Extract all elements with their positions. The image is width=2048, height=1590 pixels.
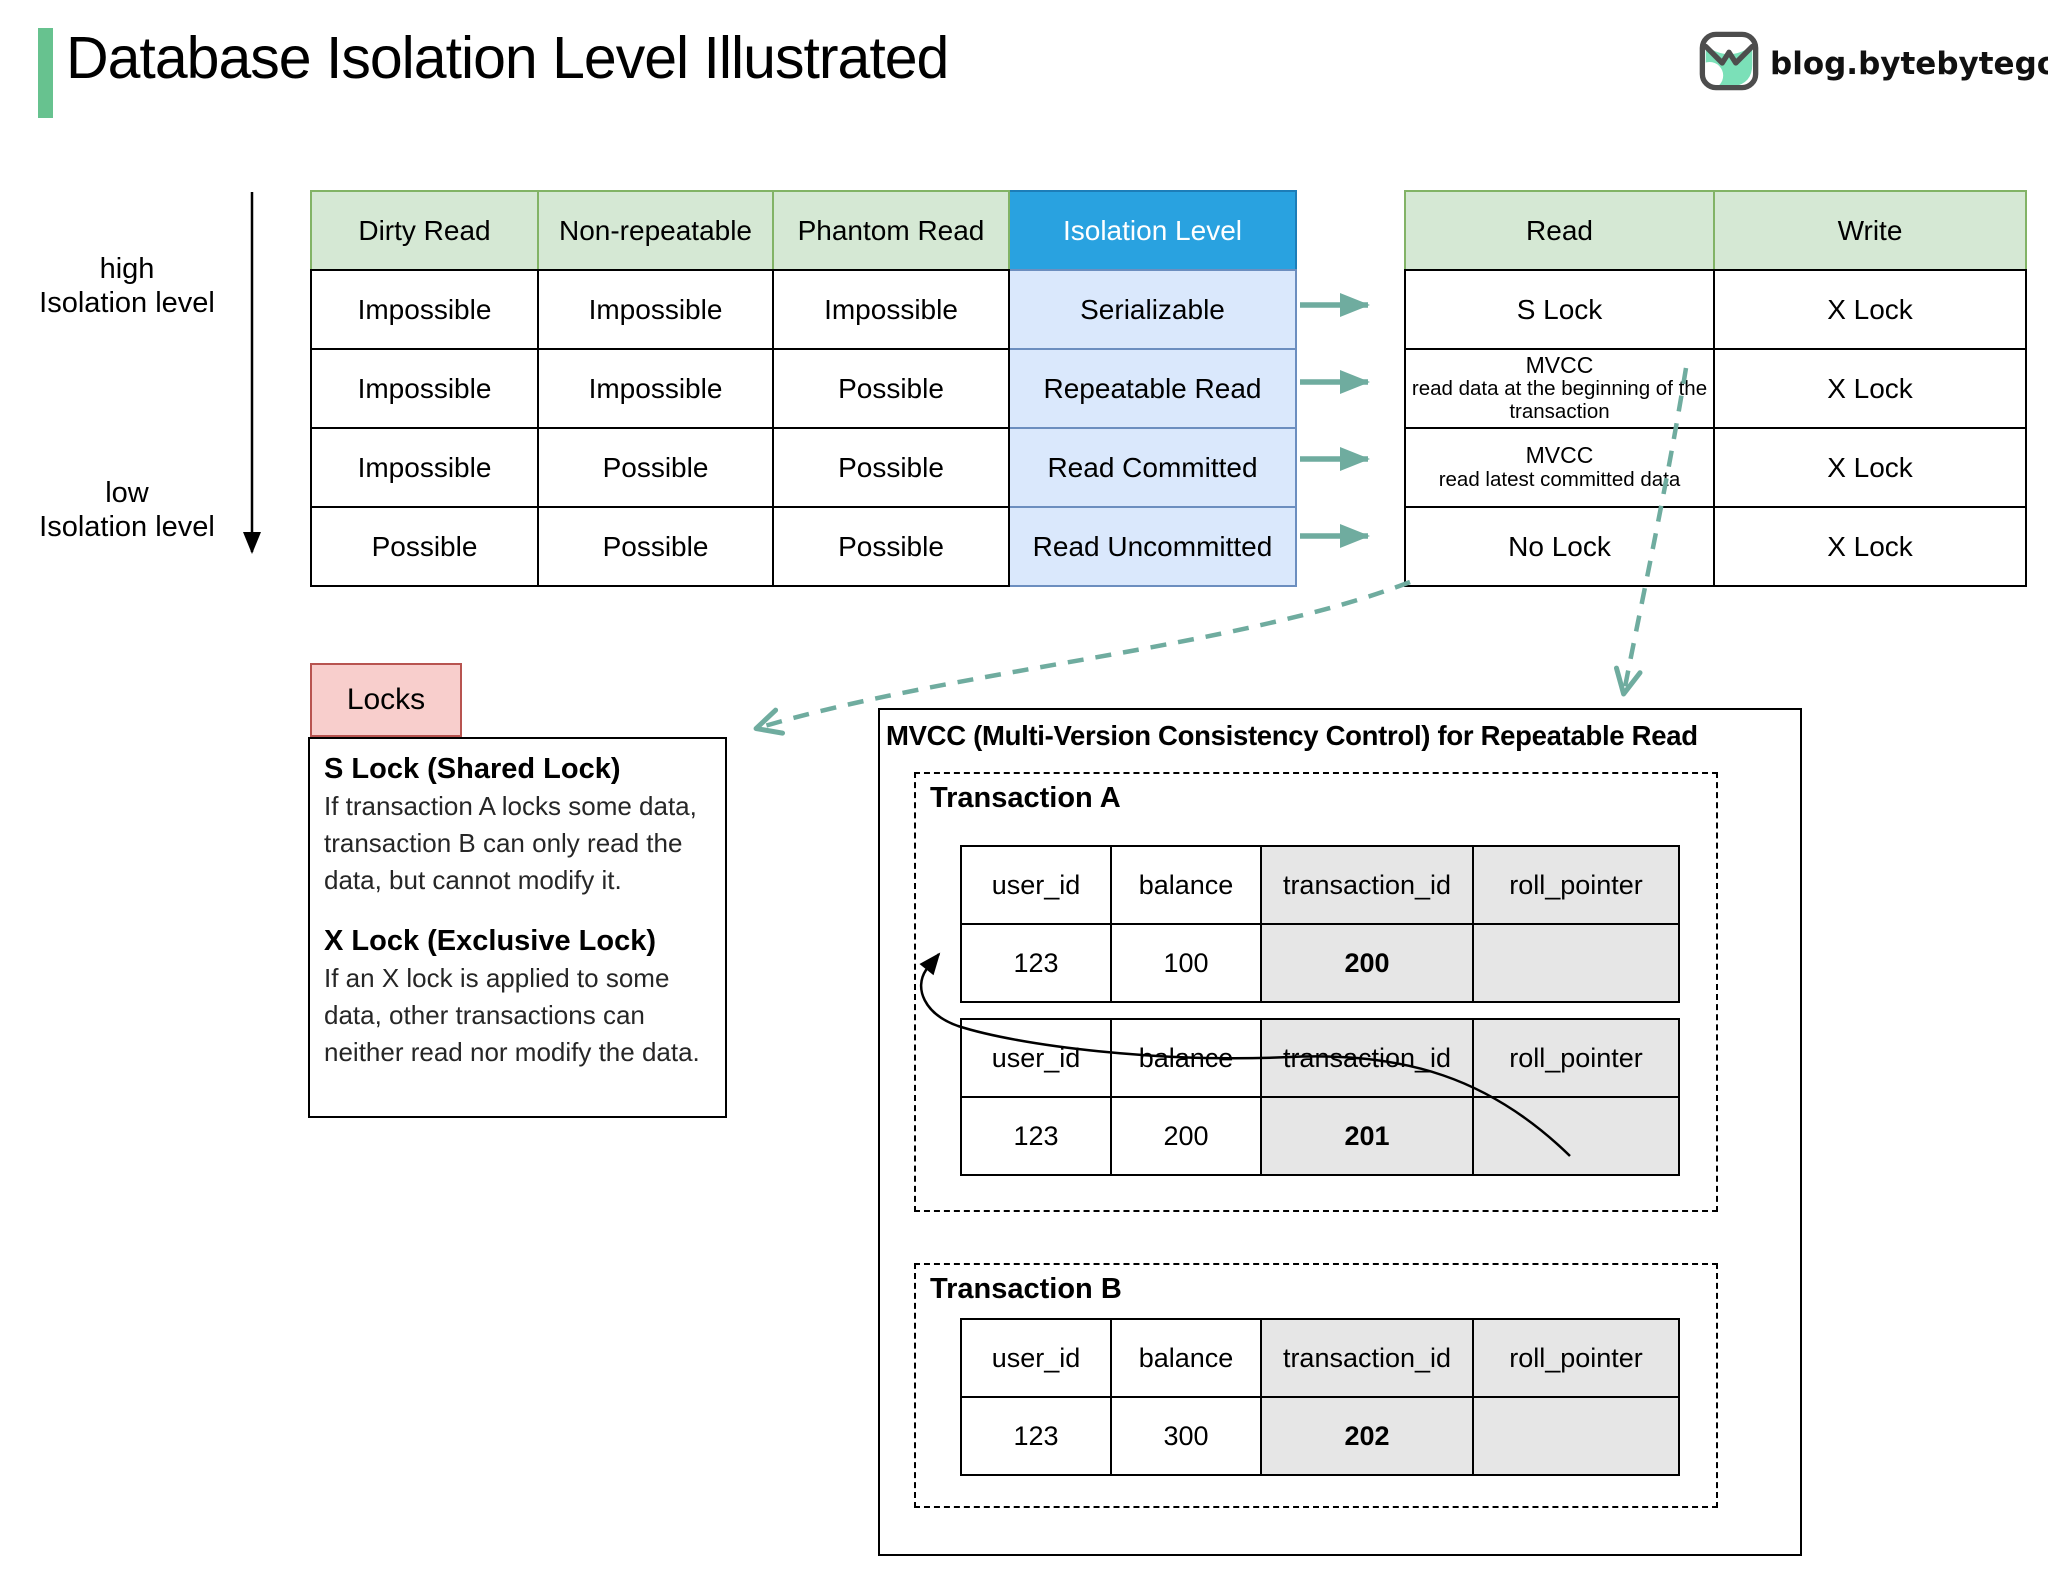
table-header-row: user_id balance transaction_id roll_poin… xyxy=(960,1318,1680,1398)
table-row: Possible Possible Possible Read Uncommit… xyxy=(310,506,1297,587)
table-row: MVCC read data at the beginning of the t… xyxy=(1404,348,2027,429)
matrix-cell: Possible xyxy=(772,506,1010,587)
col-header-roll-pointer: roll_pointer xyxy=(1472,845,1680,925)
x-lock-description: If an X lock is applied to some data, ot… xyxy=(324,962,700,1067)
title-accent-bar xyxy=(38,28,53,118)
locks-panel-body: S Lock (Shared Lock) If transaction A lo… xyxy=(308,737,727,1118)
mvcc-panel-title: MVCC (Multi-Version Consistency Control)… xyxy=(886,720,1698,751)
table-row: S Lock X Lock xyxy=(1404,269,2027,350)
table-row: Impossible Impossible Possible Repeatabl… xyxy=(310,348,1297,429)
table-header-row: Dirty Read Non-repeatable Phantom Read I… xyxy=(310,190,1297,271)
dashed-arrow-to-locks-panel xyxy=(753,579,1411,736)
isolation-matrix-table: Dirty Read Non-repeatable Phantom Read I… xyxy=(310,190,1297,587)
col-header-balance: balance xyxy=(1110,845,1262,925)
col-header-non-repeatable: Non-repeatable xyxy=(537,190,774,271)
x-lock-heading: X Lock (Exclusive Lock) xyxy=(324,924,657,957)
page-title: Database Isolation Level Illustrated xyxy=(66,25,949,91)
roll-pointer-cell xyxy=(1472,1396,1680,1476)
col-header-read: Read xyxy=(1404,190,1715,271)
transaction-b-version-table: user_id balance transaction_id roll_poin… xyxy=(960,1318,1680,1476)
col-header-user-id: user_id xyxy=(960,845,1112,925)
col-header-roll-pointer: roll_pointer xyxy=(1472,1018,1680,1098)
matrix-cell: Impossible xyxy=(310,348,539,429)
axis-label-low: low Isolation level xyxy=(39,477,215,543)
read-lock-cell: S Lock xyxy=(1404,269,1715,350)
write-lock-cell: X Lock xyxy=(1713,506,2027,587)
read-lock-cell: No Lock xyxy=(1404,506,1715,587)
roll-pointer-cell xyxy=(1472,923,1680,1003)
col-header-roll-pointer: roll_pointer xyxy=(1472,1318,1680,1398)
transaction-a-version1-table: user_id balance transaction_id roll_poin… xyxy=(960,845,1680,1003)
col-header-user-id: user_id xyxy=(960,1018,1112,1098)
bytebytego-logo-icon xyxy=(1698,30,1760,97)
table-row: No Lock X Lock xyxy=(1404,506,2027,587)
balance-cell: 100 xyxy=(1110,923,1262,1003)
matrix-cell: Impossible xyxy=(310,427,539,508)
user-id-cell: 123 xyxy=(960,1096,1112,1176)
col-header-transaction-id: transaction_id xyxy=(1260,1018,1474,1098)
write-lock-cell: X Lock xyxy=(1713,269,2027,350)
isolation-level-cell: Repeatable Read xyxy=(1008,348,1297,429)
table-row: Impossible Possible Possible Read Commit… xyxy=(310,427,1297,508)
col-header-transaction-id: transaction_id xyxy=(1260,1318,1474,1398)
user-id-cell: 123 xyxy=(960,923,1112,1003)
write-lock-cell: X Lock xyxy=(1713,427,2027,508)
matrix-cell: Possible xyxy=(537,506,774,587)
axis-label-high: high Isolation level xyxy=(39,253,215,319)
col-header-dirty-read: Dirty Read xyxy=(310,190,539,271)
col-header-user-id: user_id xyxy=(960,1318,1112,1398)
balance-cell: 300 xyxy=(1110,1396,1262,1476)
s-lock-heading: S Lock (Shared Lock) xyxy=(324,753,621,785)
table-row: 123 100 200 xyxy=(960,923,1680,1003)
col-header-phantom-read: Phantom Read xyxy=(772,190,1010,271)
isolation-level-cell: Read Committed xyxy=(1008,427,1297,508)
table-row: 123 200 201 xyxy=(960,1096,1680,1176)
col-header-balance: balance xyxy=(1110,1318,1262,1398)
transaction-id-cell: 202 xyxy=(1260,1396,1474,1476)
transaction-id-cell: 200 xyxy=(1260,923,1474,1003)
balance-cell: 200 xyxy=(1110,1096,1262,1176)
read-lock-cell: MVCC read latest committed data xyxy=(1404,427,1715,508)
table-row: MVCC read latest committed data X Lock xyxy=(1404,427,2027,508)
matrix-cell: Possible xyxy=(772,348,1010,429)
matrix-cell: Impossible xyxy=(772,269,1010,350)
matrix-cell: Impossible xyxy=(310,269,539,350)
table-row: Impossible Impossible Impossible Seriali… xyxy=(310,269,1297,350)
transaction-a-version2-table: user_id balance transaction_id roll_poin… xyxy=(960,1018,1680,1176)
roll-pointer-cell xyxy=(1472,1096,1680,1176)
write-lock-cell: X Lock xyxy=(1713,348,2027,429)
isolation-level-cell: Read Uncommitted xyxy=(1008,506,1297,587)
s-lock-description: If transaction A locks some data, transa… xyxy=(324,791,697,895)
transaction-b-label: Transaction B xyxy=(930,1273,1122,1305)
user-id-cell: 123 xyxy=(960,1396,1112,1476)
col-header-isolation-level: Isolation Level xyxy=(1008,190,1297,271)
transaction-id-cell: 201 xyxy=(1260,1096,1474,1176)
table-header-row: user_id balance transaction_id roll_poin… xyxy=(960,845,1680,925)
locks-panel-tab: Locks xyxy=(310,663,462,737)
matrix-cell: Possible xyxy=(772,427,1010,508)
brand-url: blog.bytebytego.com xyxy=(1770,45,2048,82)
transaction-b-box xyxy=(914,1263,1718,1508)
transaction-a-box xyxy=(914,772,1718,1212)
col-header-balance: balance xyxy=(1110,1018,1262,1098)
read-write-lock-table: Read Write S Lock X Lock MVCC read data … xyxy=(1404,190,2027,587)
matrix-cell: Impossible xyxy=(537,269,774,350)
read-lock-cell: MVCC read data at the beginning of the t… xyxy=(1404,348,1715,429)
isolation-level-cell: Serializable xyxy=(1008,269,1297,350)
col-header-transaction-id: transaction_id xyxy=(1260,845,1474,925)
brand: blog.bytebytego.com xyxy=(1698,30,2048,97)
col-header-write: Write xyxy=(1713,190,2027,271)
table-header-row: Read Write xyxy=(1404,190,2027,271)
matrix-cell: Possible xyxy=(537,427,774,508)
matrix-cell: Impossible xyxy=(537,348,774,429)
table-header-row: user_id balance transaction_id roll_poin… xyxy=(960,1018,1680,1098)
matrix-cell: Possible xyxy=(310,506,539,587)
transaction-a-label: Transaction A xyxy=(930,782,1121,814)
table-row: 123 300 202 xyxy=(960,1396,1680,1476)
